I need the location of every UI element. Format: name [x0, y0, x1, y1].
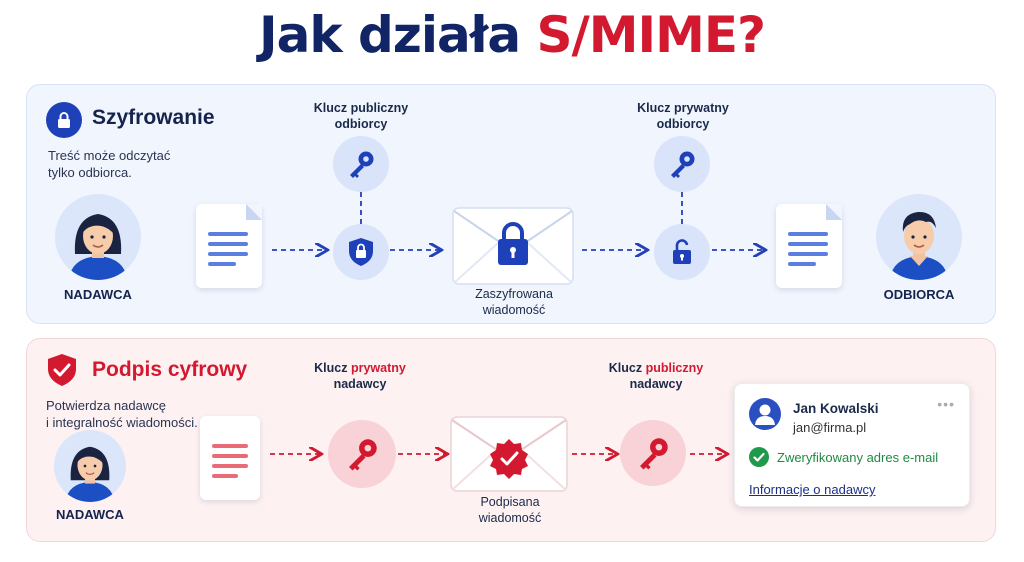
key2-prefix: Klucz	[608, 361, 646, 375]
key1-prefix: Klucz	[314, 361, 351, 375]
signature-desc-line-2: i integralność wiadomości.	[46, 415, 198, 430]
receiver-avatar	[876, 194, 962, 280]
page-title: Jak działa S/MIME?	[0, 6, 1024, 64]
encrypt-shield-icon	[333, 224, 389, 280]
encrypted-caption-line-1: Zaszyfrowana	[475, 287, 553, 301]
signed-envelope-icon	[450, 416, 568, 499]
sender-info-card: Jan Kowalski jan@firma.pl ••• Zweryfikow…	[734, 383, 970, 507]
title-part-2: S/MIME?	[536, 6, 766, 64]
signature-desc: Potwierdza nadawcę i integralność wiadom…	[46, 397, 198, 431]
public-key-recipient-label: Klucz publiczny odbiorcy	[300, 100, 422, 132]
signed-message-caption: Podpisana wiadomość	[454, 494, 566, 526]
public-key-sender-icon	[620, 420, 686, 486]
private-key-icon	[654, 136, 710, 192]
sender-label: NADAWCA	[64, 287, 132, 302]
verified-email-text: Zweryfikowany adres e-mail	[777, 450, 939, 465]
encryption-desc-line-2: tylko odbiorca.	[48, 165, 132, 180]
sender-info-link[interactable]: Informacje o nadawcy	[749, 482, 876, 497]
private-key-recipient-label: Klucz prywatny odbiorcy	[622, 100, 744, 132]
sender-name: Jan Kowalski	[793, 401, 879, 416]
encrypted-envelope-icon	[452, 207, 574, 292]
sender-email: jan@firma.pl	[793, 420, 867, 435]
private-key-sender-label: Klucz prywatny nadawcy	[298, 360, 422, 392]
signature-document	[200, 416, 260, 500]
title-part-1: Jak działa	[258, 6, 537, 64]
shield-check-section-icon	[44, 352, 80, 388]
signature-sender-label: NADAWCA	[56, 507, 124, 522]
signed-caption-line-2: wiadomość	[478, 511, 542, 525]
signature-sender-avatar	[54, 430, 126, 502]
encryption-desc-line-1: Treść może odczytać	[48, 148, 171, 163]
signature-desc-line-1: Potwierdza nadawcę	[46, 398, 166, 413]
private-key-line-2: odbiorcy	[656, 117, 710, 131]
verified-check-icon	[749, 447, 769, 467]
encrypted-message-caption: Zaszyfrowana wiadomość	[458, 286, 570, 318]
encryption-title: Szyfrowanie	[92, 106, 215, 129]
public-key-line-1: Klucz publiczny	[313, 101, 409, 115]
plain-document	[196, 204, 262, 288]
key1-highlight: prywatny	[350, 361, 406, 375]
public-key-icon	[333, 136, 389, 192]
more-options-icon[interactable]: •••	[937, 396, 955, 412]
sender-avatar	[55, 194, 141, 280]
decrypted-document	[776, 204, 842, 288]
user-avatar-icon	[749, 398, 781, 430]
key2-highlight: publiczny	[645, 361, 704, 375]
private-key-sender-icon	[328, 420, 396, 488]
encryption-desc: Treść może odczytać tylko odbiorca.	[48, 147, 170, 181]
public-key-line-2: odbiorcy	[334, 117, 388, 131]
signature-title: Podpis cyfrowy	[92, 358, 248, 381]
receiver-label: ODBIORCA	[883, 287, 955, 302]
public-key-sender-label: Klucz publiczny nadawcy	[594, 360, 718, 392]
encrypted-caption-line-2: wiadomość	[482, 303, 546, 317]
signed-caption-line-1: Podpisana	[480, 495, 540, 509]
lock-section-icon	[46, 102, 82, 138]
private-key-line-1: Klucz prywatny	[637, 101, 729, 115]
key2-line-2: nadawcy	[629, 377, 683, 391]
unlock-icon	[654, 224, 710, 280]
key1-line-2: nadawcy	[333, 377, 387, 391]
